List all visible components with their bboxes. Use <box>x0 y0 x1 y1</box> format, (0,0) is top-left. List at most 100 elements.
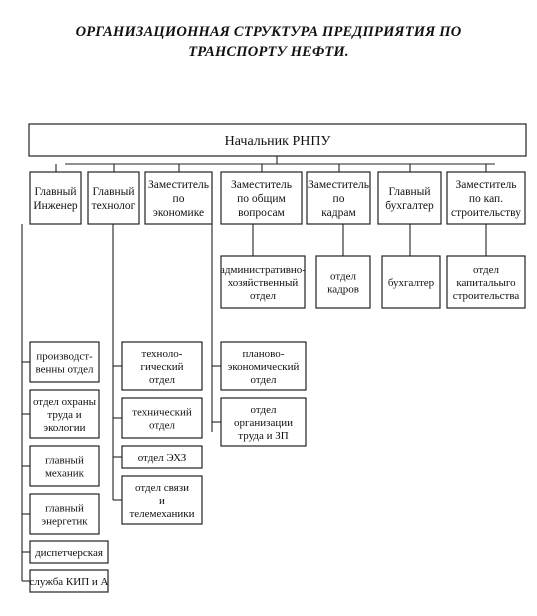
top-box-deputy-capital-text: строительству <box>451 207 521 219</box>
head-box: Начальник РНПУ <box>28 123 527 157</box>
top-box-deputy-personnel-text: Заместитель <box>308 179 369 191</box>
head-box-frame <box>28 123 527 157</box>
top-box-deputy-general: Заместитель по общим вопросам <box>220 171 303 225</box>
dept-box-chief-engineer-5-text: служба КИП и А <box>30 576 109 588</box>
dept-box-chief-engineer-1-text: экологии <box>43 422 85 434</box>
dept-box-deputy-economics-1-text: отдел <box>251 404 277 416</box>
top-box-chief-accountant-frame <box>377 171 442 225</box>
dept-box-chief-engineer-5-frame <box>29 569 109 593</box>
dept-box-deputy-capital-0-frame <box>446 255 526 309</box>
dept-box-chief-engineer-4: диспетчерская <box>29 540 109 564</box>
dept-box-chief-technologist-3-text: отдел связи <box>135 482 189 494</box>
dept-box-chief-technologist-1-text: технический <box>132 406 192 418</box>
dept-box-deputy-personnel-0-text: кадров <box>327 283 359 295</box>
top-box-deputy-economics-text: экономике <box>153 207 204 219</box>
top-box-deputy-economics-text: по <box>173 193 185 205</box>
dept-box-deputy-personnel-0-frame <box>315 255 371 309</box>
top-box-deputy-personnel-frame <box>306 171 371 225</box>
dept-box-chief-engineer-0-text: венны отдел <box>36 363 94 375</box>
dept-box-chief-technologist-0-frame <box>121 341 203 391</box>
dept-box-chief-engineer-4-frame <box>29 540 109 564</box>
top-box-chief-accountant-text: бухгалтер <box>385 200 434 212</box>
top-box-deputy-personnel-text: по <box>333 193 345 205</box>
dept-box-deputy-economics-1-text: организации <box>234 417 293 429</box>
dept-box-chief-engineer-2-text: механик <box>45 467 85 479</box>
dept-box-chief-technologist-3-text: телемеханики <box>129 508 194 520</box>
dept-box-chief-engineer-0-text: производст- <box>36 350 93 362</box>
dept-box-chief-technologist-2: отдел ЭХЗ <box>121 445 203 469</box>
dept-box-chief-engineer-0-frame <box>29 341 100 383</box>
top-box-chief-engineer-text: Главный <box>34 186 76 198</box>
top-box-chief-accountant-text: Главный <box>388 186 430 198</box>
top-box-deputy-personnel-text: кадрам <box>321 207 356 219</box>
dept-box-deputy-general-0-frame <box>220 255 306 309</box>
dept-box-chief-engineer-3-text: главный <box>45 502 84 514</box>
dept-box-chief-accountant-0-text: бухгалтер <box>388 277 435 289</box>
top-box-deputy-general-frame <box>220 171 303 225</box>
dept-box-chief-technologist-2-text: отдел ЭХЗ <box>138 452 187 464</box>
dept-box-deputy-economics-0-text: отдел <box>251 374 277 386</box>
dept-box-chief-engineer-1-text: отдел охраны <box>33 396 97 408</box>
dept-box-chief-engineer-2-text: главный <box>45 454 84 466</box>
top-box-deputy-personnel: Заместитель по кадрам <box>306 171 371 225</box>
dept-box-deputy-capital-0-text: строительства <box>453 290 520 302</box>
top-box-chief-technologist: Главный технолог <box>87 171 140 225</box>
dept-box-chief-technologist-0-text: отдел <box>149 374 175 386</box>
dept-box-deputy-economics-0-text: планово- <box>243 348 285 360</box>
dept-box-chief-engineer-0: производст-венны отдел <box>29 341 100 383</box>
top-box-deputy-economics: Заместитель по экономике <box>144 171 213 225</box>
dept-box-chief-engineer-4-text: диспетчерская <box>35 547 103 559</box>
top-box-deputy-economics-text: Заместитель <box>148 179 209 191</box>
dept-box-deputy-general-0-text: отдел <box>250 290 276 302</box>
dept-box-deputy-economics-0-text: экономический <box>228 361 300 373</box>
dept-box-chief-technologist-0-text: гический <box>140 361 183 373</box>
top-box-chief-technologist-text: технолог <box>92 200 136 212</box>
dept-box-chief-technologist-3-text: и <box>159 495 165 507</box>
dept-box-chief-engineer-3-text: энергетик <box>41 515 88 527</box>
dept-box-chief-engineer-2-frame <box>29 445 100 487</box>
chart-title-line-2: ТРАНСПОРТУ НЕФТИ. <box>188 44 349 60</box>
top-box-chief-engineer-frame <box>29 171 82 225</box>
dept-box-deputy-economics-1-frame <box>220 397 307 447</box>
dept-box-deputy-capital-0-text: капитальыго <box>456 277 516 289</box>
top-box-deputy-capital-text: Заместитель <box>456 179 517 191</box>
dept-box-deputy-capital-0-text: отдел <box>473 264 499 276</box>
top-box-chief-accountant: Главный бухгалтер <box>377 171 442 225</box>
dept-box-deputy-personnel-0-text: отдел <box>330 270 356 282</box>
dept-box-chief-accountant-0-frame <box>381 255 441 309</box>
dept-box-chief-engineer-1-frame <box>29 389 100 439</box>
dept-box-deputy-economics-1-text: труда и ЗП <box>238 430 288 442</box>
dept-box-chief-technologist-1-text: отдел <box>149 419 175 431</box>
top-box-deputy-capital-text: по кап. <box>469 193 503 205</box>
dept-box-chief-engineer-3-frame <box>29 493 100 535</box>
top-box-deputy-economics-frame <box>144 171 213 225</box>
dept-box-chief-accountant-0: бухгалтер <box>381 255 441 309</box>
dept-box-chief-engineer-1-text: труда и <box>47 409 81 421</box>
dept-box-chief-technologist-3-frame <box>121 475 203 525</box>
dept-box-chief-engineer-5: служба КИП и А <box>29 569 109 593</box>
top-box-deputy-general-text: вопросам <box>238 207 285 219</box>
top-box-chief-engineer-text: Инженер <box>33 200 78 212</box>
top-box-deputy-general-text: Заместитель <box>231 179 292 191</box>
chart-title-line-1: ОРГАНИЗАЦИОННАЯ СТРУКТУРА ПРЕДПРИЯТИЯ ПО <box>75 24 462 40</box>
top-box-deputy-capital: Заместитель по кап. строительству <box>446 171 526 225</box>
dept-box-deputy-general-0-text: административно- <box>220 264 306 276</box>
top-box-chief-technologist-text: Главный <box>92 186 134 198</box>
dept-box-deputy-economics-0-frame <box>220 341 307 391</box>
top-box-deputy-general-text: по общим <box>237 193 286 205</box>
dept-box-chief-technologist-1-frame <box>121 397 203 439</box>
dept-box-chief-technologist-2-frame <box>121 445 203 469</box>
